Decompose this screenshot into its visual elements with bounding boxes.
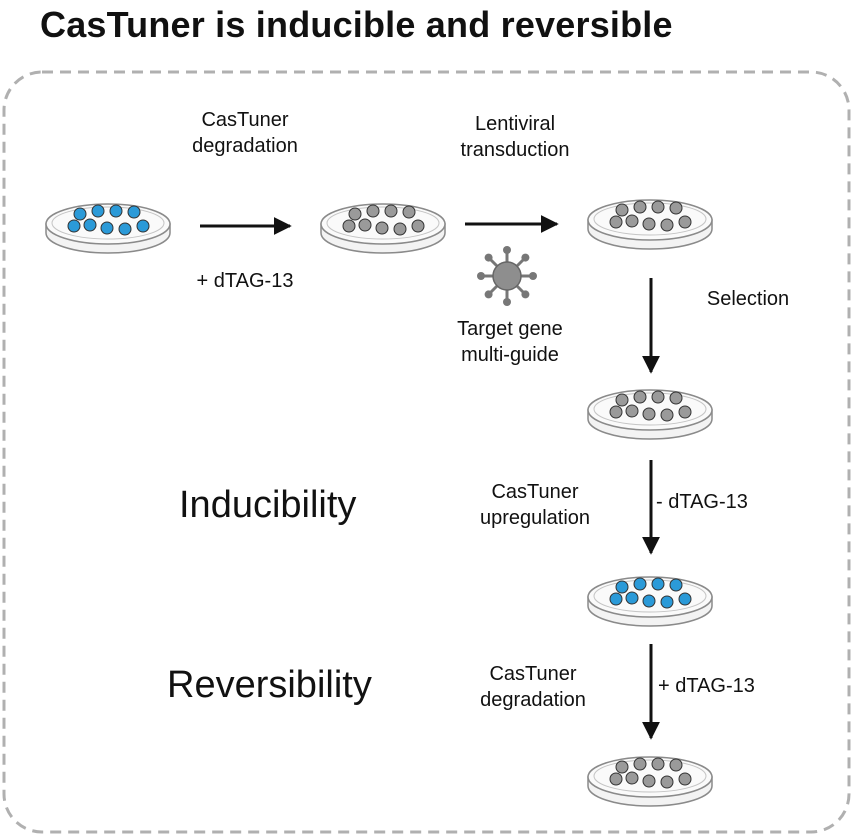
virus-icon [477, 246, 537, 306]
dish-group [45, 199, 713, 807]
label-selection: Selection [706, 288, 790, 310]
cell [669, 758, 683, 772]
cell [615, 393, 629, 407]
cell [358, 218, 372, 232]
section-reversibility: Reversibility [167, 664, 372, 706]
cell [348, 207, 362, 221]
cell [625, 214, 639, 228]
cell [660, 218, 674, 232]
cell [100, 221, 114, 235]
label-treatment-plus-dtag-2: + dTAG-13 [658, 675, 755, 697]
label-line: Lentiviral [474, 113, 556, 135]
label-line: degradation [480, 689, 586, 711]
cell [651, 390, 665, 404]
label-target-gene-multi-guide: Target gene multi-guide [435, 316, 585, 368]
cell [633, 757, 647, 771]
cell [625, 591, 639, 605]
cell [118, 222, 132, 236]
cell [651, 577, 665, 591]
cell [678, 592, 692, 606]
cell [384, 204, 398, 218]
cell [660, 775, 674, 789]
cell [67, 219, 81, 233]
label-line: Target gene [457, 318, 563, 340]
label-line: transduction [460, 139, 570, 161]
cell [651, 200, 665, 214]
cell [411, 219, 425, 233]
cell [669, 391, 683, 405]
cell [625, 404, 639, 418]
cell [669, 201, 683, 215]
label-line: upregulation [479, 507, 591, 529]
cell [127, 205, 141, 219]
cell [375, 221, 389, 235]
dish-rim [593, 202, 707, 236]
label-line: CasTuner [491, 481, 579, 503]
label-treatment-minus-dtag: - dTAG-13 [656, 491, 748, 513]
cell [366, 204, 380, 218]
label-lentiviral-transduction: Lentiviral transduction [440, 111, 590, 163]
label-line: CasTuner [201, 109, 289, 131]
label-line: multi-guide [461, 344, 559, 366]
dish-rim [593, 579, 707, 613]
cell [615, 580, 629, 594]
cell [609, 592, 623, 606]
cell [83, 218, 97, 232]
dish-rim [51, 206, 165, 240]
dish-transduced [587, 199, 713, 250]
cell [136, 219, 150, 233]
cell [633, 577, 647, 591]
cell [402, 205, 416, 219]
cell [678, 772, 692, 786]
label-line: CasTuner [489, 663, 577, 685]
cell [642, 407, 656, 421]
cell [669, 578, 683, 592]
page-title: CasTuner is inducible and reversible [40, 4, 673, 45]
dish-selected [587, 389, 713, 440]
cell [642, 594, 656, 608]
dish-rim [593, 392, 707, 426]
cell [678, 405, 692, 419]
cell [609, 215, 623, 229]
cell [109, 204, 123, 218]
cell [633, 390, 647, 404]
label-treatment-plus-dtag: + dTAG-13 [196, 270, 294, 292]
label-line: degradation [192, 135, 298, 157]
dish-initial [45, 203, 171, 254]
dish-rim [593, 759, 707, 793]
cell [609, 405, 623, 419]
cell [615, 203, 629, 217]
section-inducibility: Inducibility [179, 484, 357, 526]
label-castuner-degradation-2: CasTuner degradation [458, 661, 608, 713]
label-castuner-upregulation: CasTuner upregulation [455, 479, 615, 531]
cell [633, 200, 647, 214]
dish-rim [326, 206, 440, 240]
cell [642, 217, 656, 231]
cell [660, 595, 674, 609]
dish-degraded [320, 203, 446, 254]
cell [625, 771, 639, 785]
cell [609, 772, 623, 786]
dashed-frame [2, 70, 851, 834]
label-castuner-degradation: CasTuner degradation [180, 107, 310, 159]
cell [393, 222, 407, 236]
cell [91, 204, 105, 218]
cell [73, 207, 87, 221]
cell [651, 757, 665, 771]
cell [642, 774, 656, 788]
cell [660, 408, 674, 422]
cell [615, 760, 629, 774]
dish-upregulated [587, 576, 713, 627]
dish-reversed [587, 756, 713, 807]
cell [342, 219, 356, 233]
cell [678, 215, 692, 229]
